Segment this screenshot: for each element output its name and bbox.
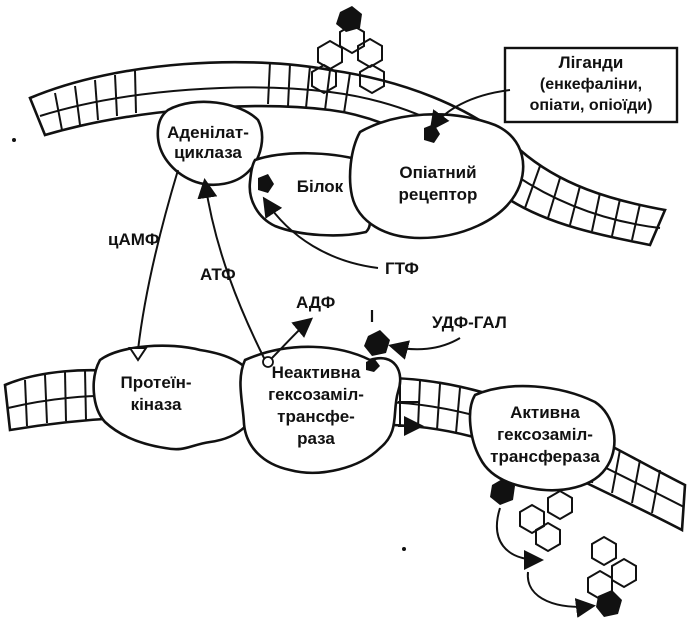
- atp-label: АТФ: [200, 265, 236, 284]
- bound-ligand-marker: [424, 124, 440, 143]
- gtp-bound-marker: [258, 174, 274, 193]
- opiate-receptor-label-2: рецептор: [399, 185, 478, 204]
- active-enzyme-label-1: Активна: [510, 403, 580, 422]
- ligands-title: Ліганди: [559, 53, 624, 72]
- adenylate-cyclase-label-1: Аденілат-: [167, 123, 249, 142]
- ligands-list-line1: (енкефаліни,: [540, 76, 642, 93]
- adenylate-cyclase-label-2: циклаза: [174, 143, 242, 162]
- inactive-hexosaminyltransferase-shape: [239, 345, 402, 474]
- gtp-arrow: [262, 196, 379, 269]
- glycosylation-arrow-2: [526, 571, 596, 618]
- udp-gal-arrow: [388, 337, 461, 360]
- opiate-receptor-shape: [348, 113, 525, 240]
- inactive-enzyme-label-2: гексозаміл-: [268, 385, 364, 404]
- inactive-enzyme-label-3: трансфе-: [277, 407, 355, 426]
- bottom-sugar-chain: [519, 489, 637, 601]
- adp-arrow: [271, 317, 314, 359]
- gtp-label: ГТФ: [385, 259, 419, 278]
- camp-label: цАМФ: [108, 230, 159, 249]
- speck: [402, 547, 406, 551]
- protein-label: Білок: [297, 177, 344, 196]
- adp-label: АДФ: [296, 293, 335, 312]
- inactive-enzyme-label-4: раза: [297, 429, 335, 448]
- speck: [12, 138, 16, 142]
- bottom-ligand-marker-1: [490, 478, 515, 505]
- udp-gal-marker: [364, 330, 390, 356]
- udp-gal-label: УДФ-ГАЛ: [432, 313, 507, 332]
- opiate-receptor-label-1: Опіатний: [399, 163, 476, 182]
- protein-kinase-label-1: Протеїн-: [120, 373, 191, 392]
- glycosylation-arrow-1: [495, 507, 544, 570]
- protein-kinase-label-2: кіназа: [131, 395, 182, 414]
- ligands-box: [503, 46, 679, 124]
- bottom-ligand-marker-2: [596, 590, 622, 617]
- active-hexosaminyltransferase-shape: [468, 384, 616, 492]
- active-enzyme-label-2: гексозаміл-: [497, 425, 593, 444]
- ligand-binding-arrow: [429, 89, 511, 132]
- inactive-enzyme-label-1: Неактивна: [272, 363, 361, 382]
- adenylate-cyclase-shape: [156, 100, 264, 186]
- ligands-list-line2: опіати, опіоїди): [530, 97, 653, 114]
- camp-arrow: [137, 169, 179, 351]
- atp-arrow: [197, 178, 266, 361]
- active-enzyme-label-3: трансфераза: [490, 447, 600, 466]
- protein-kinase-shape: [92, 344, 260, 451]
- top-ligand-marker: [336, 6, 362, 32]
- atp-cleavage-point: [262, 356, 274, 368]
- camp-arrowhead: [128, 347, 148, 362]
- membrane-arrows: [398, 401, 420, 426]
- udp-gal-marker-small: [366, 358, 380, 372]
